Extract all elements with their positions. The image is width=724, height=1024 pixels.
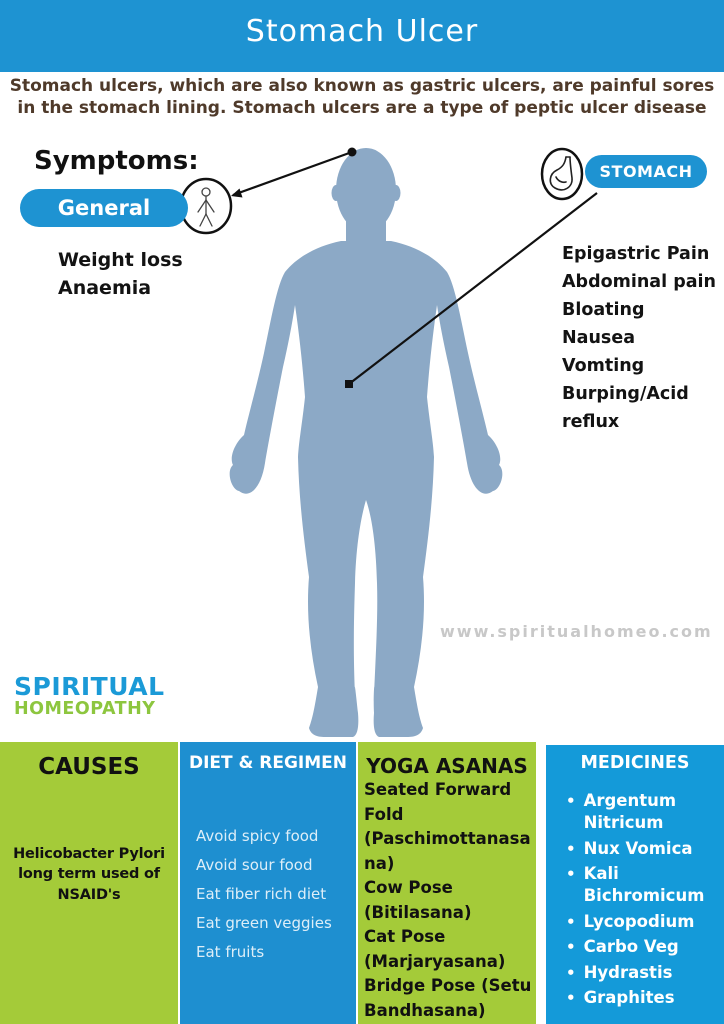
medicines-panel: MEDICINES •Argentum Nitricum •Nux Vomica… bbox=[546, 745, 724, 1024]
arrowhead-icon bbox=[231, 188, 243, 198]
yoga-item: Bridge Pose (Setu Bandhasana) bbox=[364, 976, 532, 1020]
diet-list: Avoid spicy food Avoid sour food Eat fib… bbox=[196, 822, 351, 967]
symptoms-heading: Symptoms: bbox=[34, 146, 199, 176]
medicine-item: •Lycopodium bbox=[566, 911, 718, 934]
causes-heading: CAUSES bbox=[38, 754, 140, 780]
yoga-heading: YOGA ASANAS bbox=[366, 754, 528, 778]
bullet-icon: • bbox=[566, 865, 576, 884]
bullet-icon: • bbox=[566, 938, 576, 957]
header-bar bbox=[0, 0, 724, 72]
bullet-icon: • bbox=[566, 792, 576, 810]
diet-item: Avoid spicy food bbox=[196, 827, 319, 845]
diet-heading: DIET & REGIMEN bbox=[188, 753, 348, 773]
general-symptoms-list: Weight loss Anaemia bbox=[58, 246, 183, 302]
causes-body: Helicobacter Pylori long term used of NS… bbox=[13, 846, 165, 903]
stomach-organ-icon bbox=[540, 147, 584, 201]
stomach-pill: STOMACH bbox=[585, 155, 707, 188]
yoga-item: Seated Forward Fold (Paschimottanasana) bbox=[364, 780, 531, 873]
bullet-icon: • bbox=[566, 912, 576, 931]
anatomy-figure-icon bbox=[179, 177, 233, 235]
stomach-symptom-item: Burping/Acid reflux bbox=[562, 384, 689, 432]
connector-head-to-general bbox=[231, 147, 357, 198]
medicine-item: •Nux Vomica bbox=[566, 838, 718, 861]
bullet-icon: • bbox=[566, 989, 576, 1008]
body-silhouette bbox=[229, 148, 503, 737]
general-symptom-item: Anaemia bbox=[58, 277, 152, 299]
diet-item: Eat fiber rich diet bbox=[196, 885, 327, 903]
page-title: Stomach Ulcer bbox=[245, 14, 479, 49]
yoga-list: Seated Forward Fold (Paschimottanasana) … bbox=[364, 778, 534, 1023]
medicines-heading: MEDICINES bbox=[580, 753, 690, 773]
diet-panel: DIET & REGIMEN Avoid spicy food Avoid so… bbox=[180, 742, 356, 1024]
stomach-symptom-item: Nausea bbox=[562, 328, 636, 348]
causes-panel: CAUSES Helicobacter Pylori long term use… bbox=[0, 742, 178, 1024]
abdomen-marker-square bbox=[345, 380, 353, 388]
yoga-item: Cat Pose (Marjaryasana) bbox=[364, 927, 506, 971]
stomach-symptoms-list: Epigastric Pain Abdominal pain Bloating … bbox=[562, 240, 724, 436]
brand-logo-line1: SPIRITUAL bbox=[14, 672, 165, 701]
medicine-item: •Hydrastis bbox=[566, 962, 718, 985]
stomach-symptom-item: Epigastric Pain bbox=[562, 244, 710, 264]
yoga-item: Cow Pose (Bitilasana) bbox=[364, 878, 472, 922]
brand-logo-line2: HOMEOPATHY bbox=[14, 699, 156, 720]
medicine-item: •Carbo Veg bbox=[566, 936, 718, 959]
general-pill-label: General bbox=[57, 196, 151, 220]
bullet-icon: • bbox=[566, 839, 576, 858]
medicine-item: •Graphites bbox=[566, 987, 718, 1010]
stomach-symptom-item: Bloating bbox=[562, 300, 645, 320]
general-pill: General bbox=[20, 189, 188, 227]
diet-item: Avoid sour food bbox=[196, 856, 313, 874]
yoga-panel: YOGA ASANAS Seated Forward Fold (Paschim… bbox=[358, 742, 536, 1024]
stomach-symptom-item: Vomting bbox=[562, 356, 645, 376]
stomach-symptom-item: Abdominal pain bbox=[562, 272, 717, 292]
bullet-icon: • bbox=[566, 963, 576, 982]
diet-item: Eat green veggies bbox=[196, 914, 332, 932]
head-marker-dot bbox=[347, 147, 357, 157]
diet-item: Eat fruits bbox=[196, 943, 265, 961]
website-watermark: www.spiritualhomeo.com bbox=[440, 622, 713, 641]
intro-paragraph: Stomach ulcers, which are also known as … bbox=[9, 76, 715, 118]
stomach-pill-label: STOMACH bbox=[599, 162, 693, 181]
connector-stomach-to-abdomen bbox=[345, 192, 598, 388]
general-symptom-item: Weight loss bbox=[58, 249, 183, 271]
medicine-item: •Kali Bichromicum bbox=[566, 863, 718, 908]
brand-logo: SPIRITUAL HOMEOPATHY bbox=[14, 672, 165, 720]
medicine-item: •Argentum Nitricum bbox=[566, 790, 718, 835]
medicines-list: •Argentum Nitricum •Nux Vomica •Kali Bic… bbox=[566, 790, 718, 1013]
